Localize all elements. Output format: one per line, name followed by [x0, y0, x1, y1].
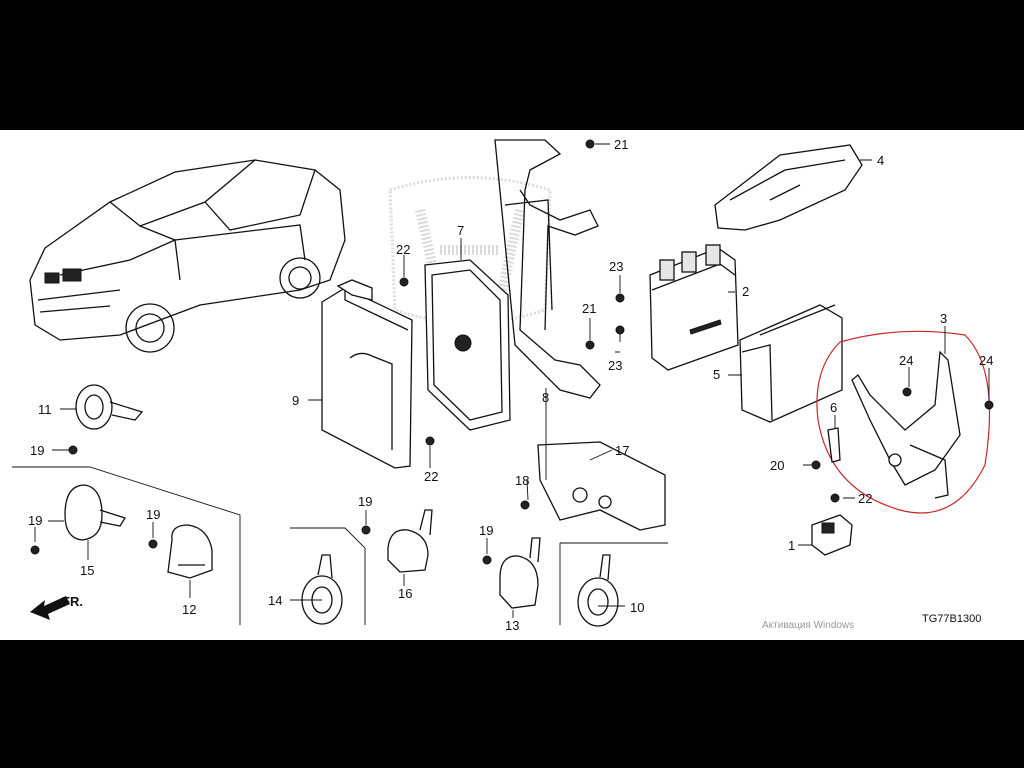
part-10-horn [577, 554, 619, 627]
part-label-3: 3 [940, 311, 947, 326]
part-label-9: 9 [292, 393, 299, 408]
part-label-16: 16 [398, 586, 412, 601]
leader-lines [34, 143, 990, 618]
part-label-24a: 24 [899, 353, 913, 368]
vehicle-illustration [29, 159, 346, 353]
part-label-22a: 22 [396, 242, 410, 257]
parts-diagram-sheet: FR. 1 2 3 4 5 6 7 8 9 10 11 12 13 14 15 … [0, 130, 1024, 640]
part-label-18: 18 [515, 473, 529, 488]
part-6-bracket [827, 427, 841, 463]
part-label-20: 20 [770, 458, 784, 473]
part-label-4: 4 [877, 153, 884, 168]
part-label-12: 12 [182, 602, 196, 617]
part-17-bracket [537, 441, 666, 531]
part-label-19d: 19 [358, 494, 372, 509]
bolt-icons [30, 139, 994, 565]
part-2-control-unit [649, 244, 739, 371]
front-direction-arrow: FR. [30, 594, 83, 620]
part-3-bracket [851, 350, 961, 499]
parts-diagram: FR. 1 2 3 4 5 6 7 8 9 10 11 12 13 14 15 … [12, 137, 994, 633]
part-label-13: 13 [505, 618, 519, 633]
part-label-14: 14 [268, 593, 282, 608]
part-label-23a: 23 [609, 259, 623, 274]
part-number-labels: 1 2 3 4 5 6 7 8 9 10 11 12 13 14 15 16 1… [28, 137, 993, 633]
part-label-8: 8 [542, 390, 549, 405]
part-1-sensor [811, 514, 853, 556]
part-label-17: 17 [615, 443, 629, 458]
part-label-1: 1 [788, 538, 795, 553]
part-14-horn [301, 554, 343, 625]
part-11-horn [75, 384, 144, 430]
part-label-19a: 19 [30, 443, 44, 458]
part-label-21a: 21 [614, 137, 628, 152]
part-label-10: 10 [630, 600, 644, 615]
part-4-cover [714, 144, 863, 231]
part-label-21b: 21 [582, 301, 596, 316]
part-label-23b: 23 [608, 358, 622, 373]
part-label-22c: 22 [858, 491, 872, 506]
windows-activation-watermark: Активация Windows [762, 620, 854, 631]
section-dividers [12, 466, 668, 625]
part-12-horn [167, 524, 213, 579]
part-label-22b: 22 [424, 469, 438, 484]
part-9-cover [321, 279, 413, 469]
part-label-6: 6 [830, 400, 837, 415]
part-13-horn [499, 537, 541, 609]
part-7-ecu [424, 259, 511, 431]
part-label-5: 5 [713, 367, 720, 382]
part-label-7: 7 [457, 223, 464, 238]
part-16-horn [387, 509, 433, 573]
front-marker-label: FR. [62, 594, 83, 609]
part-15-horn [64, 484, 126, 541]
part-label-24b: 24 [979, 353, 993, 368]
part-label-19e: 19 [479, 523, 493, 538]
part-label-19b: 19 [28, 513, 42, 528]
part-5-module [739, 304, 843, 423]
part-label-19c: 19 [146, 507, 160, 522]
part-8-bracket [494, 139, 601, 399]
part-label-2: 2 [742, 284, 749, 299]
part-label-11: 11 [38, 402, 52, 417]
part-label-15: 15 [80, 563, 94, 578]
diagram-code: TG77B1300 [922, 613, 981, 625]
